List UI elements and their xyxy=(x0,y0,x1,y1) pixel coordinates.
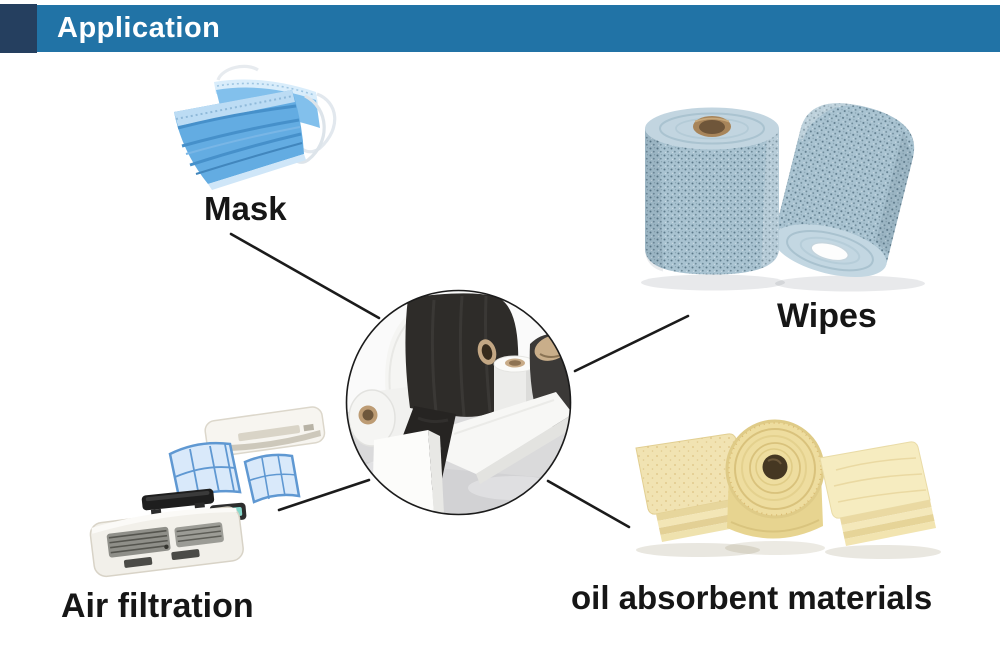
ac-top-cover xyxy=(204,406,326,458)
upright-wipe-roll xyxy=(645,107,779,275)
wipes-image xyxy=(635,88,935,298)
mask-image xyxy=(162,62,342,197)
oil-absorbent-label: oil absorbent materials xyxy=(571,579,933,616)
mask-label: Mask xyxy=(204,190,287,227)
connector-air-filtration-line xyxy=(277,478,371,512)
ac-black-filter-bar xyxy=(141,488,215,515)
ac-main-unit xyxy=(89,506,244,578)
wipe-rolls-illustration xyxy=(641,103,925,292)
front-mask xyxy=(174,90,326,190)
wipes-label: Wipes xyxy=(777,297,877,335)
black-roll xyxy=(405,293,519,417)
oil-absorbent-illustration xyxy=(635,419,941,559)
circle-border xyxy=(345,289,572,516)
oil-absorbent-roll xyxy=(725,419,825,539)
surgical-masks-illustration xyxy=(174,64,337,190)
tilted-wipe-roll xyxy=(773,103,915,278)
nonwoven-rolls-illustration xyxy=(345,289,572,516)
connector-oil-absorbent-line xyxy=(546,479,631,529)
connector-mask-line xyxy=(229,232,381,320)
section-title: Application xyxy=(57,12,221,44)
header-accent-square xyxy=(0,4,37,53)
oil-absorbent-image xyxy=(628,418,948,578)
air-conditioner-illustration xyxy=(89,406,326,578)
left-pad-stack xyxy=(635,433,756,542)
right-pad-stack xyxy=(819,441,936,546)
air-filtration-label: Air filtration xyxy=(61,587,254,625)
connector-wipes-line xyxy=(573,314,690,373)
header-banner: Application xyxy=(37,5,1000,52)
air-filtration-image xyxy=(78,388,368,578)
ac-filter-panels xyxy=(168,441,301,504)
center-nonwoven-rolls-image xyxy=(344,288,573,517)
